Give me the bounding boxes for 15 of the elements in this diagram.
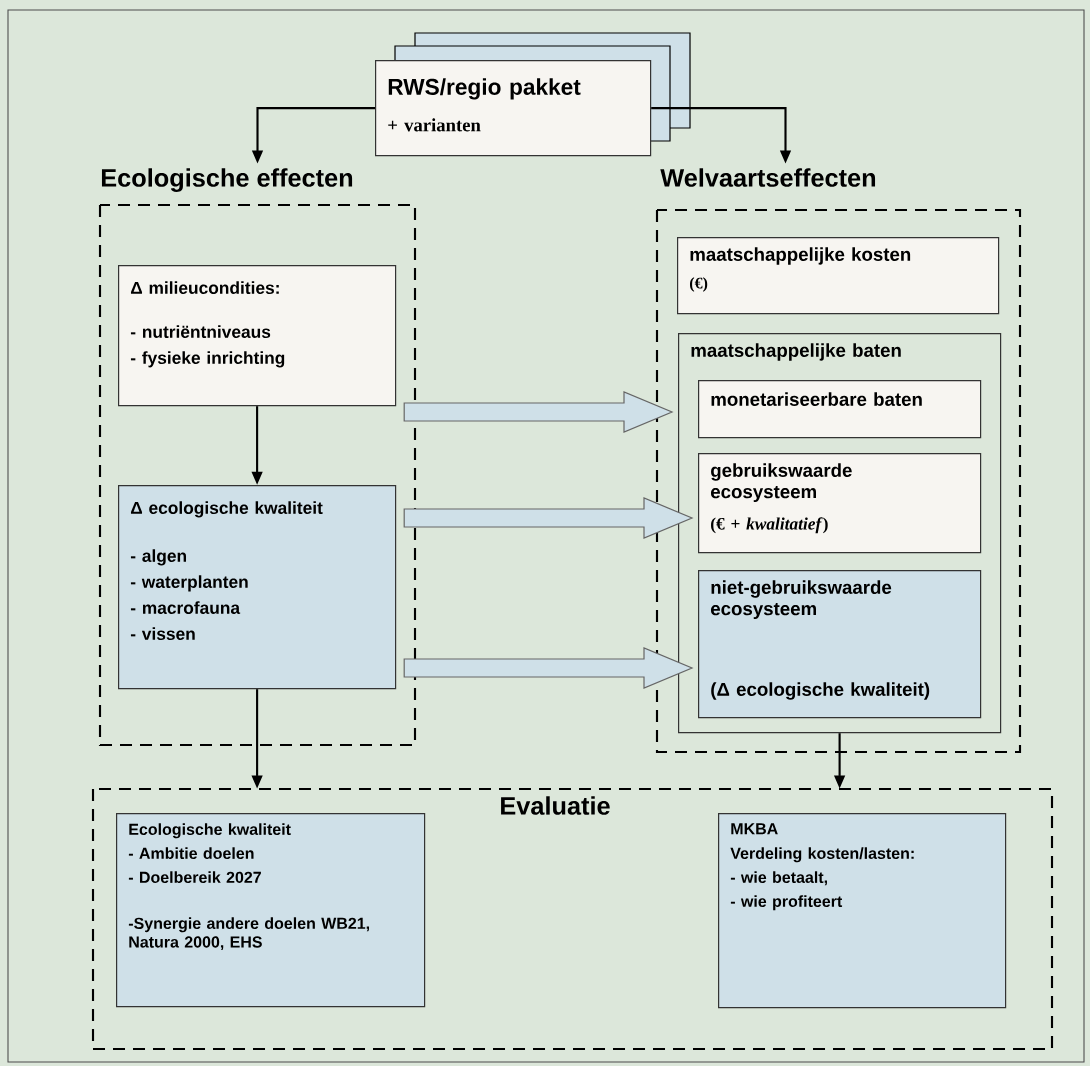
group-heading: Ecologische effecten — [101, 168, 353, 192]
group-heading: Welvaartseffecten — [660, 168, 876, 187]
text-box: monetariseerbare baten — [698, 380, 982, 439]
block-arrow — [403, 391, 674, 433]
text-box: Δ ecologische kwaliteit - algen - waterplanten - macrofauna - vissen — [118, 485, 397, 690]
text-box: niet-gebruikswaarde ecosysteem (Δ ecologische kwaliteit) — [698, 570, 982, 719]
text-box: gebruikswaarde ecosysteem (€ + kwalitatief) — [698, 453, 982, 554]
group-heading: Evaluatie — [501, 796, 610, 815]
text-box: Ecologische kwaliteit - Ambitie doelen - Doelbereik 2027 -Synergie andere doelen WB21, Natura 2000, EHS — [116, 813, 426, 1008]
block-arrow — [403, 497, 694, 539]
document-stack: RWS/regio pakket + varianten — [375, 32, 691, 157]
text-box: Δ milieucondities: - nutriëntniveaus - fysieke inrichting — [118, 265, 397, 407]
text-box: MKBA Verdeling kosten/lasten: - wie betaalt, - wie profiteert — [718, 813, 1007, 1009]
text-box: maatschappelijke kosten (€) — [677, 237, 1000, 315]
block-arrow — [403, 647, 694, 689]
